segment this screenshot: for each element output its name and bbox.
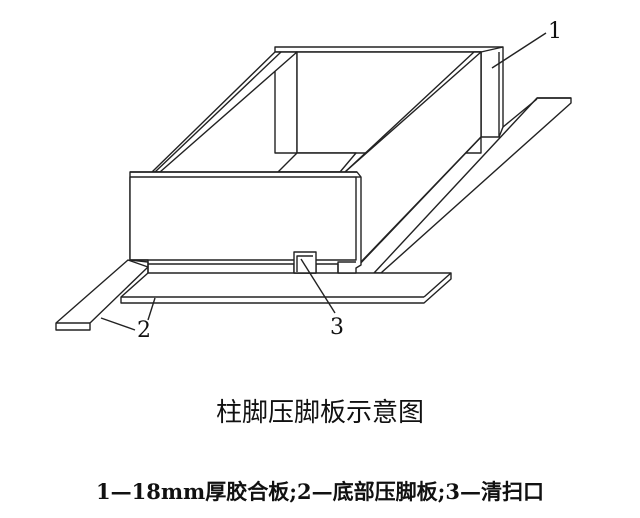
label-3: 3 (330, 315, 344, 340)
leader-2a (100, 317, 136, 331)
rear-rail (502, 98, 538, 128)
diagram-caption: 1—18mm厚胶合板;2—底部压脚板;3—清扫口 (95, 479, 544, 504)
leader-1 (491, 32, 547, 69)
diagram-title: 柱脚压脚板示意图 (215, 398, 424, 428)
label-2: 2 (137, 318, 151, 343)
label-1: 1 (548, 19, 562, 44)
inner-floor (277, 152, 357, 173)
leader-2b (147, 297, 156, 321)
cleanout-opening (293, 251, 317, 274)
leader-3 (300, 258, 336, 314)
left-base-board (55, 259, 149, 331)
front-base-board (120, 272, 452, 304)
front-wall (129, 171, 362, 274)
